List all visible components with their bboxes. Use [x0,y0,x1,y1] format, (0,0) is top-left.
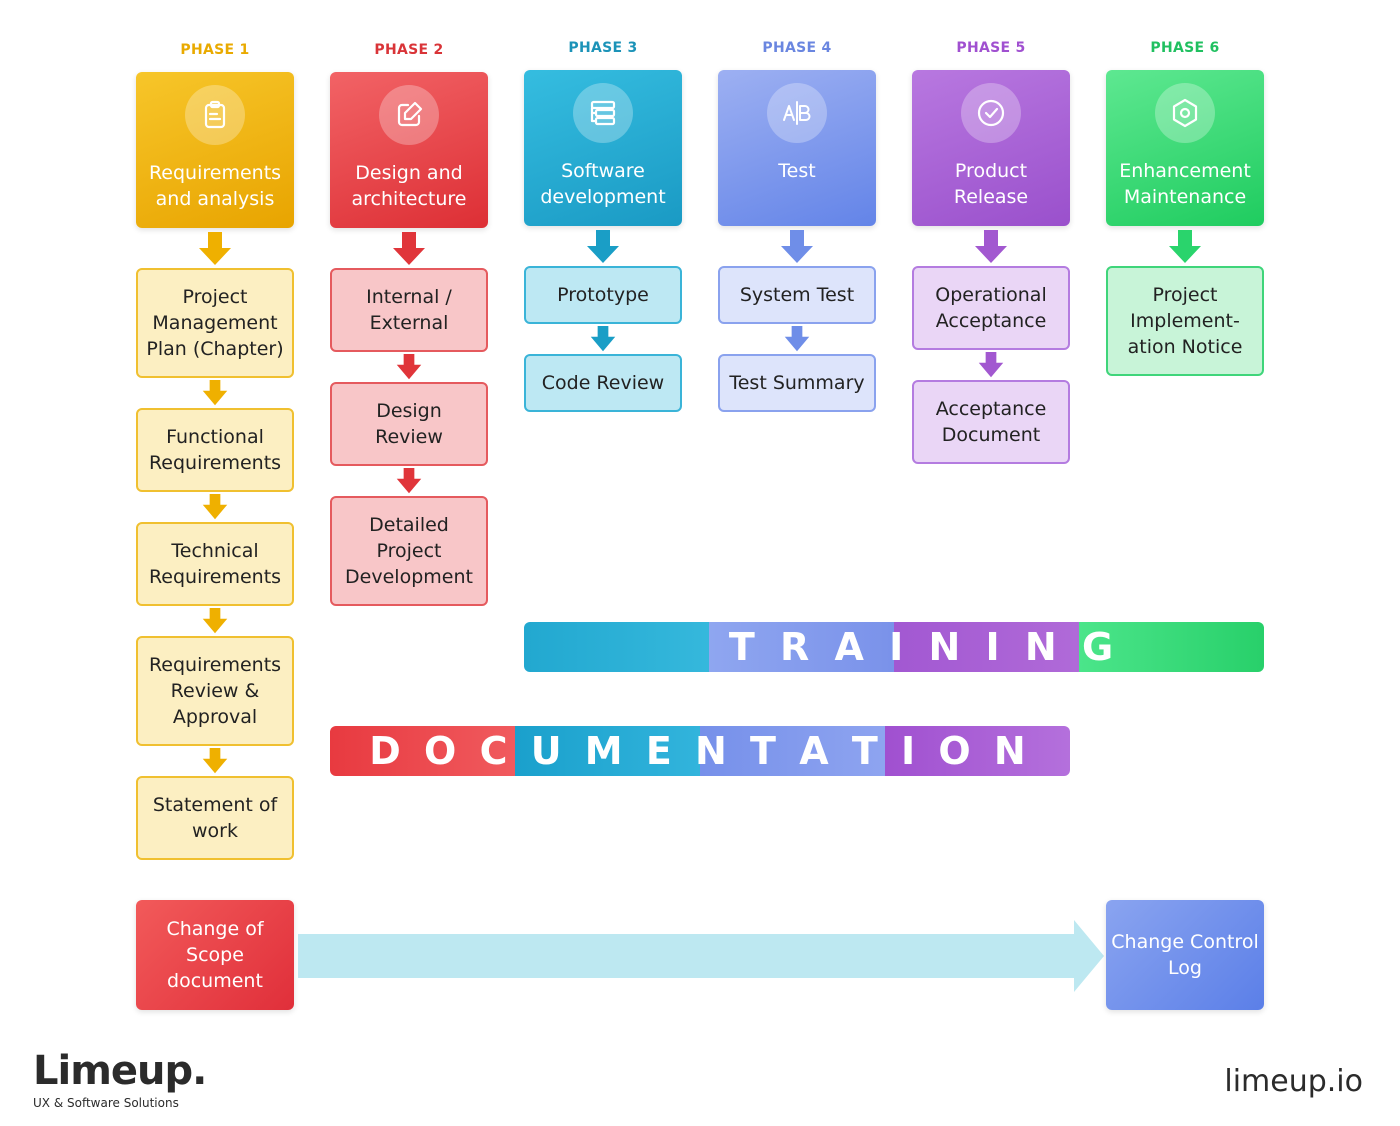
phase-5-item-2: Acceptance Document [912,380,1070,464]
phase-4-header: Test [718,70,876,226]
phase-2-header: Design and architecture [330,72,488,228]
phase-1-header: Requirements and analysis [136,72,294,228]
arrow-down-icon [197,748,233,774]
phase-1-item-5: Statement of work [136,776,294,860]
phase-2-item-2: Design Review [330,382,488,466]
phase-1-item-4: Requirements Review & Approval [136,636,294,746]
phase-3-label: PHASE 3 [568,40,638,56]
ab-test-icon [767,83,827,143]
arrow-down-icon [973,230,1009,264]
logo-name: Limeup. [33,1048,207,1094]
phase-4-item-1: System Test [718,266,876,324]
phase-3-item-1: Prototype [524,266,682,324]
arrow-down-icon [197,608,233,634]
edit-icon [379,85,439,145]
change-control-log-box: Change Control Log [1106,900,1264,1010]
phase-3-item-2: Code Review [524,354,682,412]
phase-1-item-3: Technical Requirements [136,522,294,606]
change-of-scope-box: Change of Scope document [136,900,294,1010]
phase-5-item-1: Operational Acceptance [912,266,1070,350]
phase-6-title: Enhancement Maintenance [1119,160,1251,208]
phase-6-header: Enhancement Maintenance [1106,70,1264,226]
phase-5-header: Product Release [912,70,1070,226]
arrow-down-icon [1167,230,1203,264]
phase-1-item-1: Project Management Plan (Chapter) [136,268,294,378]
phase-2-title: Design and architecture [351,162,467,210]
check-circle-icon [961,83,1021,143]
phase-6-label: PHASE 6 [1150,40,1220,56]
phase-2-label: PHASE 2 [374,42,444,58]
phase-1-label: PHASE 1 [180,42,250,58]
arrow-down-icon [197,494,233,520]
documentation-label: D O C U M E N T A T I O N [369,729,1031,773]
arrow-down-icon [391,468,427,494]
arrow-down-icon [391,232,427,266]
arrow-right-icon [298,920,1104,992]
training-band: T R A I N I N G [524,622,1264,672]
arrow-down-icon [197,232,233,266]
server-stack-icon [573,83,633,143]
arrow-down-icon [779,326,815,352]
phase-6-item-1: Project Implement- ation Notice [1106,266,1264,376]
site-url: limeup.io [1224,1064,1363,1099]
phase-2-item-1: Internal / External [330,268,488,352]
arrow-down-icon [585,326,621,352]
arrow-down-icon [585,230,621,264]
phase-1-title: Requirements and analysis [148,162,282,210]
phase-5-label: PHASE 5 [956,40,1026,56]
limeup-logo: Limeup. UX & Software Solutions [33,1046,207,1110]
arrow-down-icon [197,380,233,406]
phase-4-item-2: Test Summary [718,354,876,412]
phase-3-title: Software development [540,160,666,208]
phase-2-item-3: Detailed Project Development [330,496,488,606]
documentation-band: D O C U M E N T A T I O N [330,726,1070,776]
training-label: T R A I N I N G [728,625,1120,669]
logo-tagline: UX & Software Solutions [33,1096,179,1110]
arrow-down-icon [391,354,427,380]
phase-5-title: Product Release [953,160,1029,208]
phase-1-item-2: Functional Requirements [136,408,294,492]
hexagon-nut-icon [1155,83,1215,143]
phase-4-label: PHASE 4 [762,40,832,56]
arrow-down-icon [779,230,815,264]
clipboard-icon [185,85,245,145]
phase-3-header: Software development [524,70,682,226]
arrow-down-icon [973,352,1009,378]
phase-4-title: Test [778,160,816,182]
